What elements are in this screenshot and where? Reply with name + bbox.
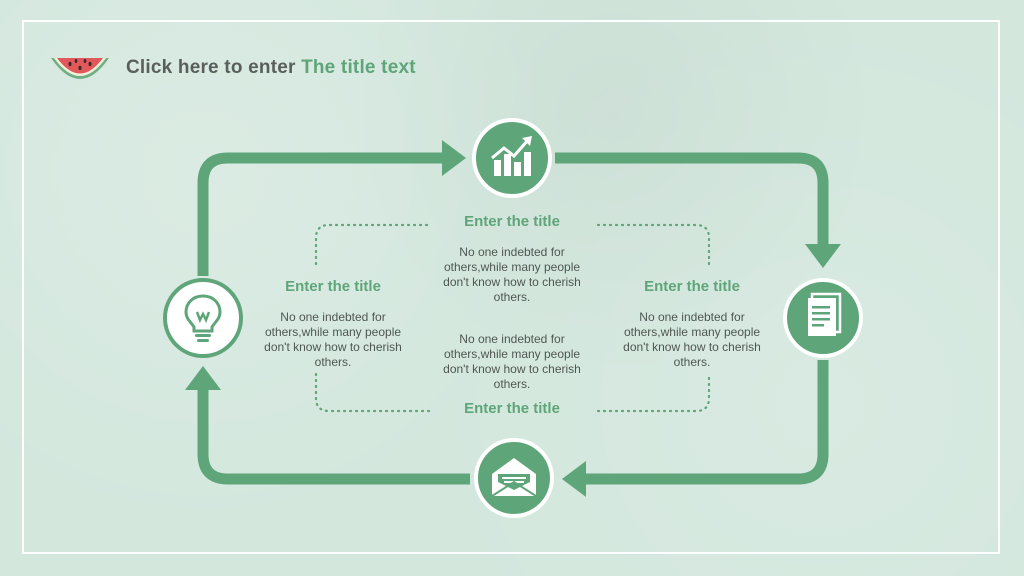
document-icon[interactable] xyxy=(781,276,865,360)
envelope-icon[interactable] xyxy=(472,436,556,520)
dotted-bracket-bottom-left xyxy=(314,372,432,413)
title-part-2: The title text xyxy=(301,57,416,78)
page-title[interactable]: Click here to enter The title text xyxy=(126,57,416,79)
left-block-text[interactable]: No one indebted for others,while many pe… xyxy=(264,310,402,369)
bottom-block-text[interactable]: No one indebted for others,while many pe… xyxy=(443,332,581,391)
title-part-1: Click here to enter xyxy=(126,57,302,78)
cycle-path-left-top xyxy=(197,152,452,276)
arrow-down xyxy=(805,244,841,268)
cycle-path-right-bottom xyxy=(578,360,829,485)
header: Click here to enter The title text xyxy=(48,50,416,86)
dotted-bracket-top-left xyxy=(314,223,432,266)
lightbulb-icon[interactable] xyxy=(161,276,245,360)
arrow-up xyxy=(185,366,221,390)
top-block-title[interactable]: Enter the title xyxy=(464,213,560,230)
cycle-path-top-right xyxy=(555,152,829,252)
bottom-block-title[interactable]: Enter the title xyxy=(464,400,560,417)
watermelon-slice-icon xyxy=(51,58,109,79)
growth-chart-icon[interactable] xyxy=(470,116,554,200)
cycle-path-bottom-left xyxy=(197,384,470,485)
top-block-text[interactable]: No one indebted for others,while many pe… xyxy=(443,245,581,304)
slide-frame xyxy=(22,20,1000,554)
right-block-title[interactable]: Enter the title xyxy=(644,278,740,295)
arrow-left xyxy=(562,461,586,497)
left-block-title[interactable]: Enter the title xyxy=(285,278,381,295)
dotted-bracket-top-right xyxy=(596,223,711,266)
arrow-right xyxy=(442,140,466,176)
dotted-bracket-bottom-right xyxy=(596,372,711,413)
right-block-text[interactable]: No one indebted for others,while many pe… xyxy=(623,310,761,369)
